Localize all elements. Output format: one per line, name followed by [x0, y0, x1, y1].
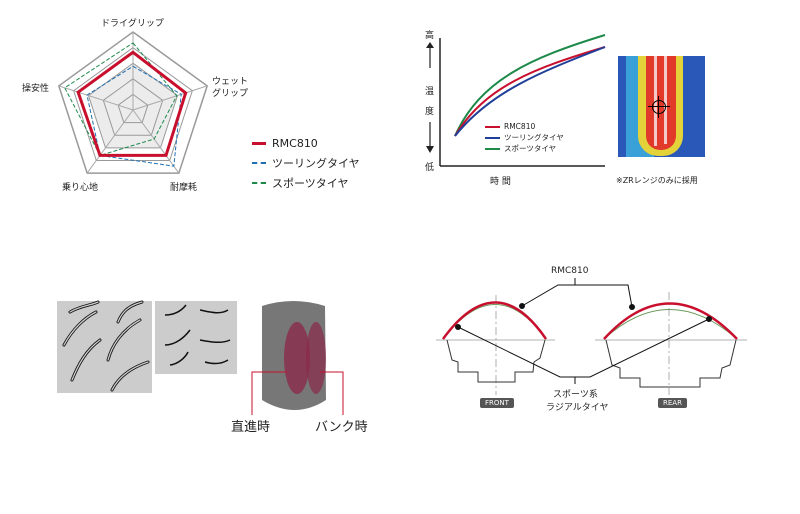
- radar-series-1: [86, 65, 182, 167]
- front-rmc810-profile: [441, 301, 548, 340]
- profile-sport-label-1: スポーツ系: [553, 390, 598, 400]
- legend-label: RMC810: [272, 136, 318, 150]
- bank-label: バンク時: [315, 420, 368, 435]
- y-low-label: 低: [425, 163, 435, 173]
- radar-grid-ring: [87, 62, 179, 149]
- legend-item: RMC810: [252, 133, 360, 153]
- radar-series-2: [64, 42, 178, 157]
- line-touring: [454, 46, 606, 137]
- radar-legend: RMC810 ツーリングタイヤ スポーツタイヤ: [252, 133, 360, 193]
- radar-series-0: [76, 50, 188, 157]
- line-legend: RMC810 ツーリングタイヤ スポーツタイヤ: [504, 121, 564, 154]
- radar-axis-wet-1: ウェット: [212, 77, 249, 87]
- legend-swatch: [252, 141, 266, 145]
- line-rmc810: [454, 46, 606, 137]
- profile-sport-label-2: ラジアルタイヤ: [546, 403, 609, 413]
- temperature-chart: [426, 34, 606, 167]
- radar-grid-ring: [117, 93, 149, 124]
- legend-label: ツーリングタイヤ: [504, 133, 564, 142]
- radar-spoke: [132, 85, 208, 111]
- straight-label: 直進時: [231, 420, 271, 435]
- radar-spoke: [58, 85, 134, 111]
- radar-axis-dry-grip: ドライグリップ: [101, 19, 164, 29]
- rear-badge: REAR: [658, 398, 687, 408]
- legend-label: スポーツタイヤ: [504, 144, 557, 153]
- legend-swatch: [252, 182, 266, 184]
- radar-spoke: [132, 109, 180, 174]
- contact-patch-bank: [306, 322, 326, 394]
- legend-label: スポーツタイヤ: [272, 177, 349, 190]
- radar-grid-ring: [102, 78, 164, 136]
- line-sport: [454, 34, 606, 137]
- radar-grid-ring: [57, 31, 209, 174]
- radar-axis-comfort: 乗り心地: [62, 183, 99, 193]
- radar-axis-wet-2: グリップ: [212, 89, 249, 99]
- rear-rmc810-profile: [603, 302, 738, 340]
- radar-chart: [57, 31, 209, 174]
- arrow-up-icon-head: [426, 42, 434, 48]
- legend-label: ツーリングタイヤ: [272, 157, 360, 170]
- crosshair-icon: [652, 100, 666, 114]
- legend-label: RMC810: [504, 122, 536, 131]
- thermal-note: ※ZRレンジのみに採用: [616, 176, 698, 185]
- thermal-image: [618, 56, 705, 157]
- profile-rmc810-label: RMC810: [551, 266, 589, 276]
- radar-axis-wear: 耐摩耗: [170, 183, 198, 193]
- legend-item: ツーリングタイヤ: [252, 153, 360, 173]
- contact-patch-straight: [284, 322, 310, 394]
- front-badge: FRONT: [480, 398, 514, 408]
- x-axis-label: 時 間: [490, 177, 511, 187]
- y-high-label: 高: [425, 31, 435, 41]
- arrow-down-icon-head: [426, 146, 434, 153]
- y-axis-label: 温 度: [425, 87, 435, 117]
- radar-spoke: [86, 109, 134, 174]
- legend-item: スポーツタイヤ: [252, 173, 360, 193]
- legend-swatch: [252, 162, 266, 164]
- radar-axis-handling: 操安性: [22, 84, 50, 94]
